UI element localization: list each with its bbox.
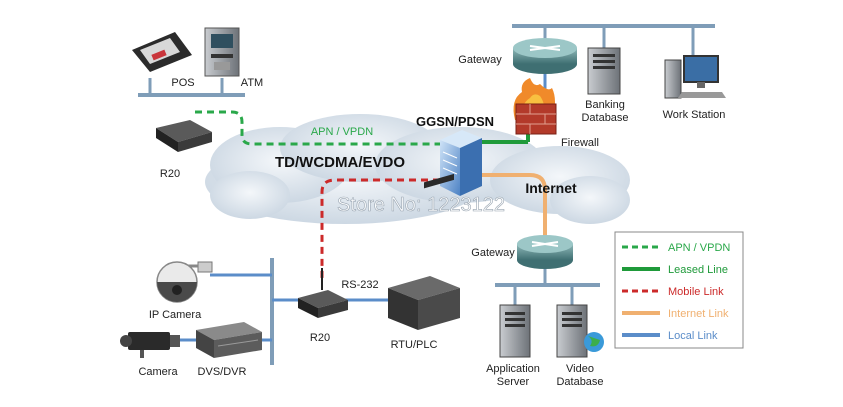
gateway-router-icon xyxy=(517,235,573,269)
pos-terminal-icon xyxy=(132,32,192,72)
workstation-icon xyxy=(664,55,726,99)
internet-label: Internet xyxy=(525,180,577,196)
gateway-router-icon xyxy=(513,38,577,74)
r20-top-label: R20 xyxy=(160,168,180,180)
banking-db-label-line2: Database xyxy=(581,112,628,124)
work-station-label: Work Station xyxy=(663,109,726,121)
network-label: TD/WCDMA/EVDO xyxy=(275,154,405,171)
globe-icon xyxy=(584,332,604,352)
r20-bottom-label: R20 xyxy=(310,332,330,344)
video-db-label-line2: Database xyxy=(556,376,603,388)
legend-label: APN / VPDN xyxy=(668,242,730,254)
legend-label: Mobile Link xyxy=(668,286,724,298)
camera-icon xyxy=(120,332,180,358)
firewall-icon xyxy=(513,78,557,135)
firewall-label: Firewall xyxy=(561,137,599,149)
store-watermark: Store No: 1223122 xyxy=(337,194,505,216)
server-icon xyxy=(587,47,621,95)
atm-label: ATM xyxy=(241,77,263,89)
gateway-top-label: Gateway xyxy=(458,54,502,66)
pos-label: POS xyxy=(171,77,194,89)
plc-icon xyxy=(388,173,460,330)
gateway-bottom-label: Gateway xyxy=(471,247,515,259)
server-icon xyxy=(556,304,588,358)
ip-camera-label: IP Camera xyxy=(149,309,202,321)
router-icon xyxy=(298,268,348,318)
legend-label: Local Link xyxy=(668,330,718,342)
router-icon xyxy=(156,120,212,152)
legend-label: Internet Link xyxy=(668,308,729,320)
ggsn-label: GGSN/PDSN xyxy=(416,114,494,129)
banking-db-label-line1: Banking xyxy=(585,99,625,111)
app-server-label-line2: Server xyxy=(497,376,530,388)
server-icon xyxy=(499,304,531,358)
rs232-label: RS-232 xyxy=(341,279,378,291)
ip-camera-icon xyxy=(156,261,213,303)
apn-vpdn-label: APN / VPDN xyxy=(311,126,373,138)
legend-label: Leased Line xyxy=(668,264,728,276)
video-db-label-line1: Video xyxy=(566,363,594,375)
atm-icon xyxy=(204,27,240,77)
app-server-label-line1: Application xyxy=(486,363,540,375)
dvs-dvr-label: DVS/DVR xyxy=(198,366,247,378)
camera-label: Camera xyxy=(138,366,178,378)
dvr-icon xyxy=(196,322,262,358)
ggsn-switch-icon xyxy=(440,130,482,196)
rtu-plc-label: RTU/PLC xyxy=(391,339,438,351)
